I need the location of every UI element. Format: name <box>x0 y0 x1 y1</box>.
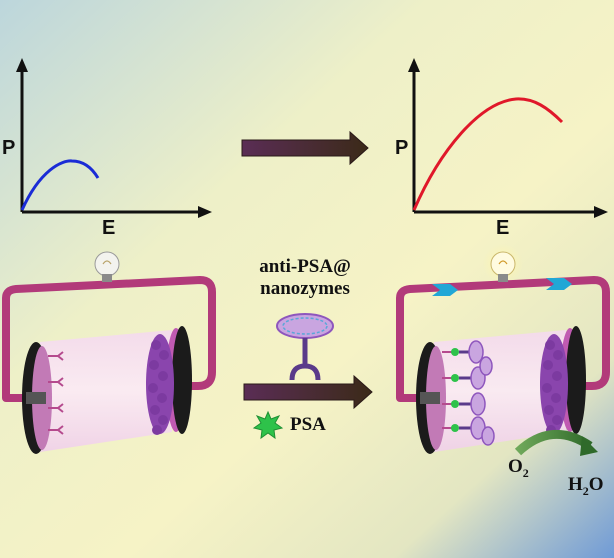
reaction-arrowhead <box>580 436 598 456</box>
right-plot: P E <box>395 58 608 239</box>
left-circuit-wire <box>2 276 216 402</box>
nanozyme-icon <box>276 313 334 381</box>
right-anode-clip <box>420 392 440 404</box>
right-plot-y-label: P <box>395 137 408 159</box>
reactant-label: O2 <box>508 456 529 480</box>
right-chamber <box>434 330 566 452</box>
right-cathode-disk <box>566 326 586 434</box>
left-biofuel-cell <box>2 251 216 454</box>
right-plot-x-arrowhead <box>594 206 608 218</box>
left-plot-curve <box>20 159 100 211</box>
product-label: H2O <box>568 474 604 498</box>
top-process-arrow <box>241 130 369 166</box>
right-cathode-film <box>540 334 568 435</box>
left-plot-y-label: P <box>2 137 15 159</box>
right-biofuel-cell <box>396 244 610 454</box>
reagent-group: anti-PSA@ nanozymes PSA <box>243 256 373 440</box>
left-plot-x-arrowhead <box>198 206 212 218</box>
left-bulb-icon <box>94 251 120 282</box>
right-plot-x-label: E <box>496 217 509 239</box>
left-antibodies <box>48 351 64 435</box>
left-plot-y-arrowhead <box>16 58 28 72</box>
psa-label: PSA <box>290 414 326 435</box>
psa-icon <box>252 410 284 440</box>
oxygen-reduction-reaction: O2 H2O <box>508 429 604 498</box>
right-bulb-icon <box>490 251 516 282</box>
right-current-arrow-1 <box>432 284 458 296</box>
right-bound-complexes <box>442 340 495 446</box>
reagent-label-line1: anti-PSA@ <box>259 256 351 277</box>
left-chamber <box>40 330 172 452</box>
right-plot-curve <box>412 97 564 211</box>
left-anode-clip <box>26 392 46 404</box>
left-cathode-film <box>146 334 174 435</box>
left-cathode-disk <box>172 326 192 434</box>
left-plot: P E <box>2 58 212 239</box>
left-plot-x-label: E <box>102 217 115 239</box>
reagent-label-line2: nanozymes <box>260 278 350 299</box>
right-plot-y-arrowhead <box>408 58 420 72</box>
right-circuit-wire <box>396 276 610 402</box>
right-current-arrow-2 <box>546 278 572 290</box>
bottom-process-arrow <box>243 374 373 410</box>
